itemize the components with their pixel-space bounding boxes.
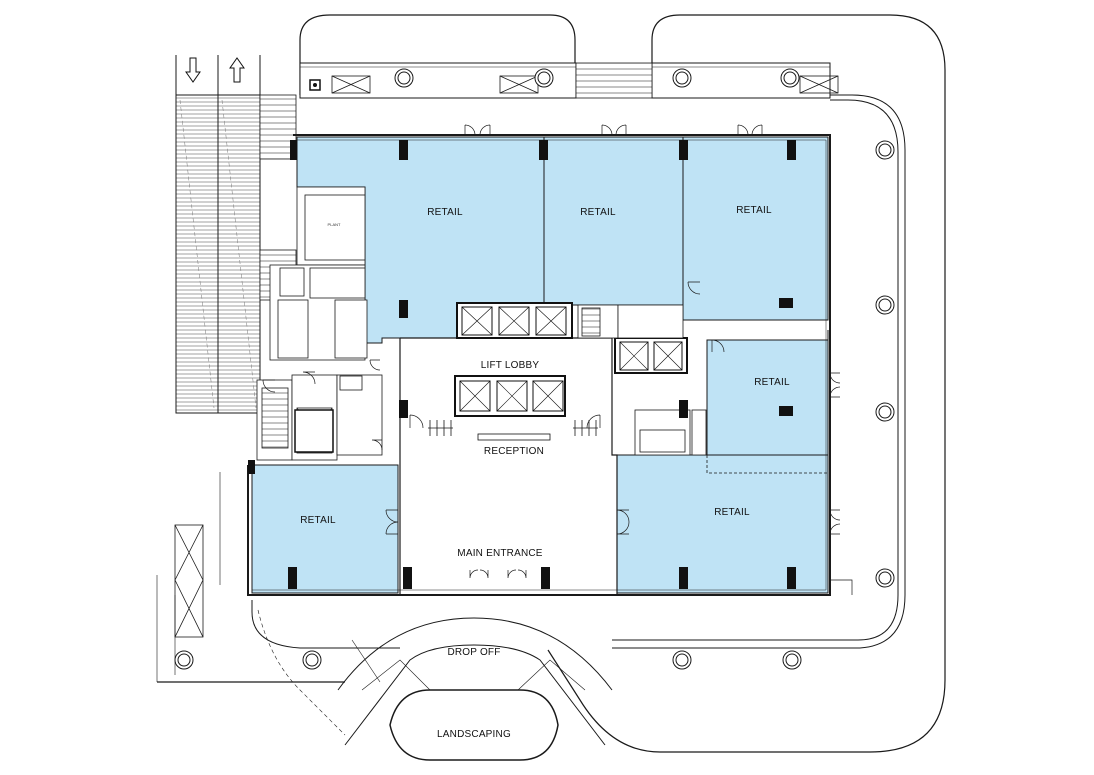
landscape-tree-circles: [174, 68, 895, 670]
svg-text:PLANT: PLANT: [328, 222, 341, 227]
retail-zone-south-west: [251, 464, 399, 594]
reception-desk: [477, 433, 551, 441]
reception-label: RECEPTION: [484, 446, 544, 457]
plan-labels: RETAIL RETAIL RETAIL RETAIL RETAIL RETAI…: [300, 205, 790, 740]
ramp-down-arrow-icon: [185, 57, 201, 83]
retail-label-east: RETAIL: [754, 377, 790, 388]
lift-cars: [294, 302, 688, 453]
door-swings: [262, 124, 841, 579]
building-walls: [247, 134, 853, 596]
perimeter-walkway: [251, 94, 906, 683]
drop-off-dashed-edge: [257, 609, 346, 736]
retail-zone-north-middle: [543, 136, 684, 306]
drop-off-area: [337, 617, 613, 746]
retail-zone-east: [706, 339, 829, 474]
main-entrance-label: MAIN ENTRANCE: [457, 548, 543, 559]
drop-off-label: DROP OFF: [447, 647, 500, 658]
top-vent-boxes: [331, 75, 839, 94]
retail-zone-north-east: [682, 136, 829, 321]
lift-lobby-label: LIFT LOBBY: [481, 360, 540, 371]
retail-label-north-east: RETAIL: [736, 205, 772, 216]
retail-label-south-west: RETAIL: [300, 515, 336, 526]
car-park-ramp: [175, 55, 297, 414]
landscaping-label: LANDSCAPING: [437, 729, 511, 740]
plant-room-label: PLANT: [328, 222, 341, 227]
retail-label-south-east: RETAIL: [714, 507, 750, 518]
ramp-up-arrow-icon: [229, 57, 245, 83]
retail-label-north-west: RETAIL: [427, 207, 463, 218]
retail-label-north-middle: RETAIL: [580, 207, 616, 218]
left-vent-box: [174, 524, 204, 638]
top-service-strip: [299, 62, 831, 99]
facade-glazing: [252, 139, 827, 591]
landscaping-island: [389, 689, 559, 761]
retail-zone-south-east: [616, 454, 829, 594]
structural-columns: [248, 140, 796, 589]
entrance-gates: [428, 420, 598, 436]
east-service-core: [577, 304, 707, 456]
